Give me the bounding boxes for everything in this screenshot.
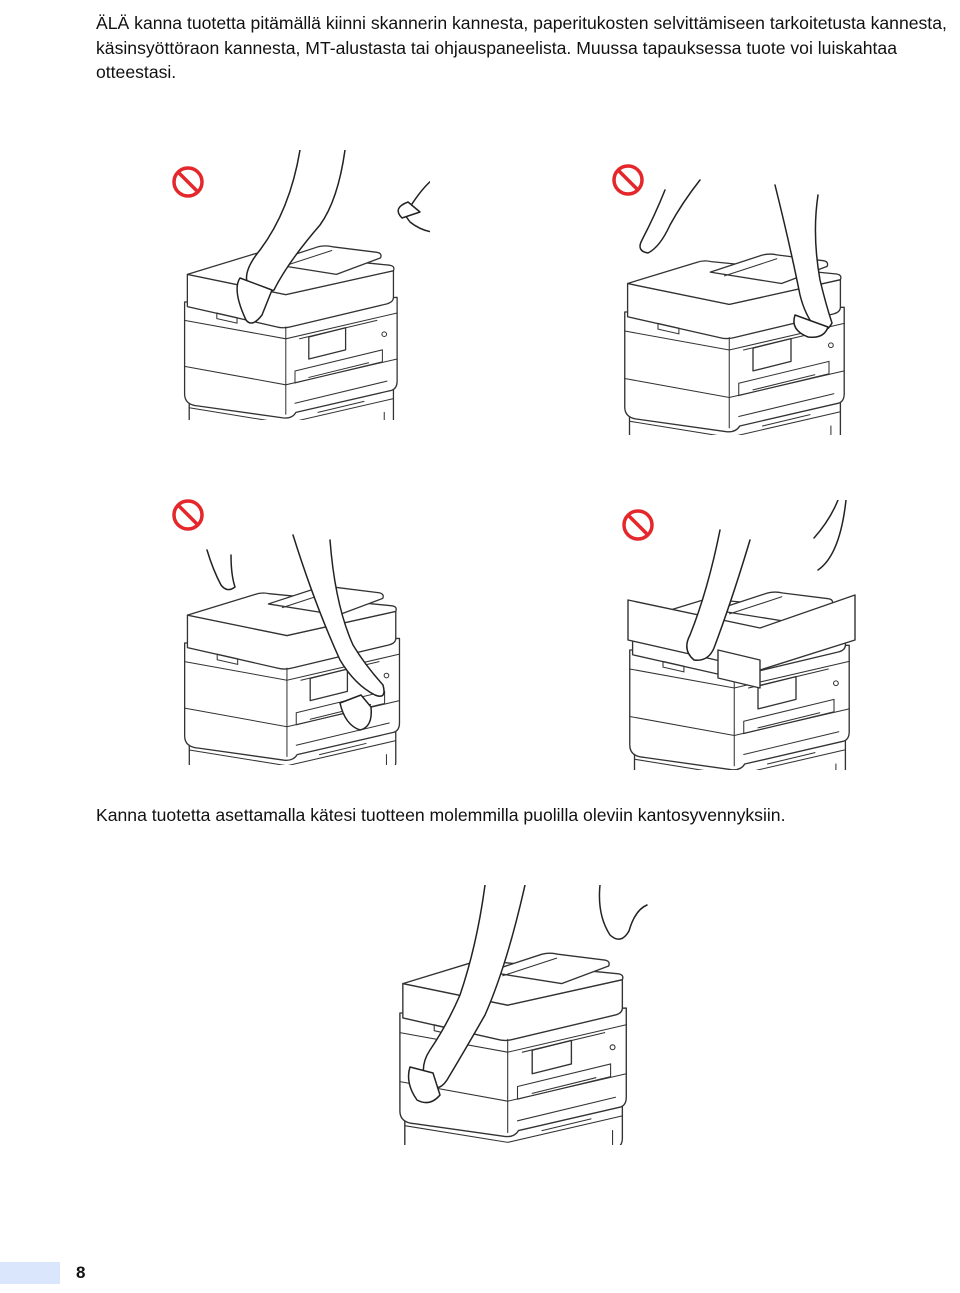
illustration-wrong-grip-1 <box>170 150 430 420</box>
illustration-wrong-grip-4 <box>600 500 870 770</box>
illustration-correct-grip <box>385 885 665 1145</box>
warning-instruction: ÄLÄ kanna tuotetta pitämällä kiinni skan… <box>96 13 947 82</box>
illustration-wrong-grip-2 <box>600 155 870 435</box>
prohibition-icon <box>622 509 654 541</box>
prohibition-icon <box>172 166 204 198</box>
prohibition-icon <box>172 499 204 531</box>
illustration-wrong-grip-3 <box>165 495 425 765</box>
correct-instruction: Kanna tuotetta asettamalla kätesi tuotte… <box>96 805 786 825</box>
prohibition-icon <box>612 164 644 196</box>
footer-tab <box>0 1262 60 1284</box>
page-number: 8 <box>76 1263 86 1282</box>
